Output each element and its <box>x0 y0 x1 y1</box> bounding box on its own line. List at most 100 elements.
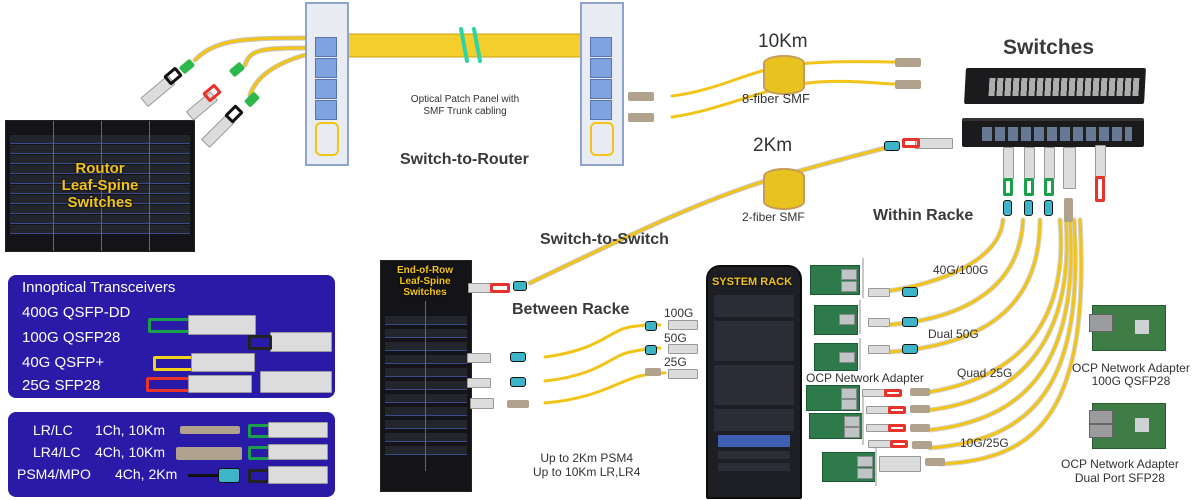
system-rack <box>706 265 802 499</box>
connector-type: LR/LC <box>33 422 73 438</box>
sfp-transceiver <box>862 389 886 397</box>
sfp-transceiver <box>879 456 921 472</box>
sfp-transceiver <box>868 440 892 448</box>
fiber-within-rack <box>878 218 1005 294</box>
lc-connector <box>645 368 661 376</box>
smf-trunk-cable <box>315 33 585 58</box>
pull-tab-red <box>888 424 906 432</box>
transceiver-legend-panel: Innoptical Transceivers 400G QSFP-DD 100… <box>8 275 335 398</box>
nic-bracket <box>862 395 864 445</box>
qsfp-transceiver <box>467 378 491 388</box>
optical-patch-panel-right <box>580 2 624 166</box>
qsfp-transceiver <box>668 320 698 330</box>
lc-connector <box>628 113 654 122</box>
pull-tab-red <box>1095 176 1105 202</box>
fiber-within-rack <box>938 218 1083 466</box>
connector-spec: 4Ch, 2Km <box>115 466 178 482</box>
end-of-row-label: End-of-Row Leaf-Spine Switches <box>396 265 454 298</box>
pull-tab-green <box>1003 178 1013 196</box>
pull-tab-red <box>902 138 920 148</box>
fiber-within-rack <box>928 218 1077 450</box>
switch-to-switch-label: Switch-to-Switch <box>540 231 669 248</box>
trunk-break-mark <box>459 27 469 63</box>
nic-card <box>822 452 876 482</box>
lc-connector <box>910 388 930 396</box>
mpo-connector <box>645 321 657 331</box>
lc-connector <box>180 426 240 434</box>
speed-25g: 25G <box>664 355 687 369</box>
fiber-2km <box>528 143 897 285</box>
speed-10g-25g: 10G/25G <box>960 436 1009 450</box>
sfp-transceiver <box>866 424 890 432</box>
fiber-within-rack <box>928 218 1063 394</box>
mpo-connector <box>884 141 900 151</box>
optical-patch-panel-left <box>305 2 349 166</box>
qsfp-transceiver <box>868 345 890 354</box>
mpo-connector <box>218 468 240 483</box>
pull-tab-red <box>890 440 908 448</box>
sfp-transceiver <box>470 398 494 409</box>
mpo-connector <box>902 317 918 327</box>
lc-connector <box>910 405 930 413</box>
switches-title: Switches <box>1003 36 1095 59</box>
connector-spec: 1Ch, 10Km <box>95 422 166 438</box>
pull-tab-red <box>146 377 192 392</box>
lc-connector <box>895 58 921 67</box>
nic-bracket <box>875 440 877 486</box>
spool-2km-icon <box>763 168 805 210</box>
nic-card <box>806 385 860 411</box>
spool-10km-icon <box>763 55 805 95</box>
ocp-adapter-dual-sfp28 <box>1089 403 1166 449</box>
sfp-transceiver <box>1063 147 1076 189</box>
sfp28-transceiver <box>260 371 332 393</box>
router-block-label: Routor Leaf-Spine Switches <box>61 160 139 211</box>
fiber-within-rack <box>928 218 1069 412</box>
lc-connector <box>628 92 654 101</box>
qsfp-transceiver <box>268 422 328 438</box>
mpo-connector <box>1044 200 1053 216</box>
qsfp-transceiver <box>868 318 890 327</box>
legend-title: Innoptical Transceivers <box>22 279 176 296</box>
fiber-between-racks <box>543 323 662 359</box>
connector-spec: 4Ch, 10Km <box>95 444 166 460</box>
speed-100g: 100G <box>664 306 694 320</box>
pull-tab-black <box>248 469 270 483</box>
connector-legend-panel: LR/LC 1Ch, 10Km LR4/LC 4Ch, 10Km PSM4/MP… <box>8 412 335 497</box>
speed-50g: 50G <box>664 331 687 345</box>
pull-tab-red <box>490 283 510 293</box>
spool-10km-distance: 10Km <box>758 31 808 52</box>
lc-connector <box>925 458 945 466</box>
pull-tab-green <box>1044 178 1054 196</box>
mpo-connector <box>902 287 918 297</box>
router-leaf-spine-rack <box>5 120 195 252</box>
pull-tab-green <box>1024 178 1034 196</box>
lc-connector <box>912 441 932 449</box>
mpo-cable <box>188 474 218 477</box>
qsfp-dd-transceiver <box>188 315 256 335</box>
qsfp-transceiver <box>668 344 698 354</box>
sfp28-transceiver <box>188 375 252 393</box>
patch-cord <box>193 36 307 62</box>
mpo-connector <box>513 281 527 291</box>
legend-item-40g: 40G QSFP+ <box>22 354 105 371</box>
sfp-transceiver <box>668 369 698 379</box>
qsfp-transceiver <box>1095 145 1106 177</box>
lc-duplex-connector <box>176 447 242 460</box>
nic-bracket <box>859 338 861 370</box>
pull-tab-red <box>888 406 906 414</box>
spool-2km-distance: 2Km <box>753 135 793 156</box>
speed-quad-25g: Quad 25G <box>957 366 1013 380</box>
spool-2km-fiber: 2-fiber SMF <box>742 210 805 224</box>
sfp-transceiver <box>866 406 890 414</box>
patch-cord <box>248 53 307 97</box>
lc-connector <box>1064 198 1073 222</box>
ocp-100g-label: OCP Network Adapter 100G QSFP28 <box>1072 361 1190 388</box>
ocp-adapter-left-label: OCP Network Adapter <box>806 371 924 385</box>
ocp-sfp28-label: OCP Network Adapter Dual Port SFP28 <box>1061 457 1179 485</box>
mpo-connector <box>510 377 526 387</box>
speed-dual-50g: Dual 50G <box>928 327 979 341</box>
within-racke-label: Within Racke <box>873 207 974 224</box>
pull-tab-red <box>884 389 902 397</box>
qsfp-transceiver <box>467 353 491 363</box>
trunk-break-mark <box>472 27 482 63</box>
